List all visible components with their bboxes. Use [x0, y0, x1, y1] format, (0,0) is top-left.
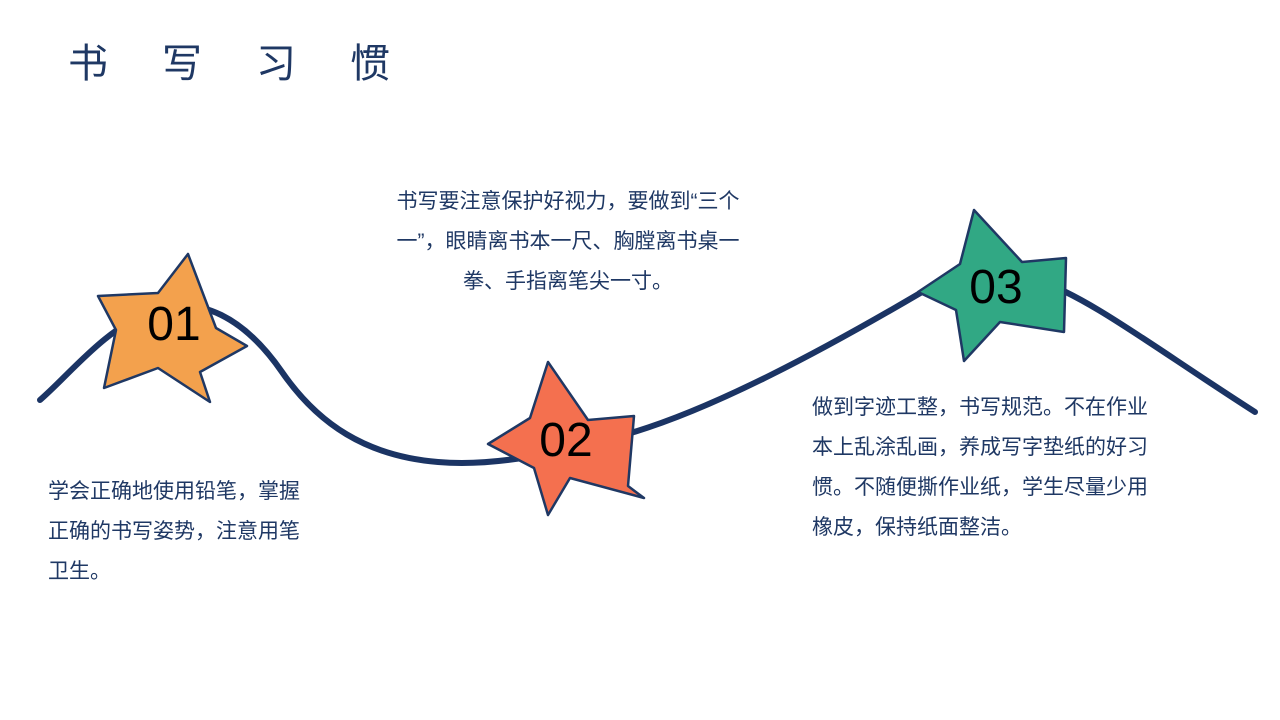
star-shape-01 [96, 252, 249, 404]
star-polygon [486, 360, 646, 517]
node-description-03: 做到字迹工整，书写规范。不在作业本上乱涂乱画，养成写字垫纸的好习惯。不随便撕作业… [812, 396, 1148, 539]
star-shape-03 [916, 208, 1068, 363]
star-node-03[interactable]: 03 [916, 206, 1068, 364]
page-title: 书 写 习 惯 [68, 41, 412, 86]
node-description-02: 书写要注意保护好视力，要做到“三个一”，眼睛离书本一尺、胸膛离书桌一拳、手指离笔… [396, 190, 740, 293]
star-polygon [916, 208, 1068, 363]
star-polygon [96, 252, 249, 404]
star-node-02[interactable]: 02 [486, 358, 646, 518]
star-node-01[interactable]: 01 [96, 252, 249, 404]
star-shape-02 [486, 360, 646, 517]
node-description-01: 学会正确地使用铅笔，掌握正确的书写姿势，注意用笔卫生。 [48, 480, 300, 583]
